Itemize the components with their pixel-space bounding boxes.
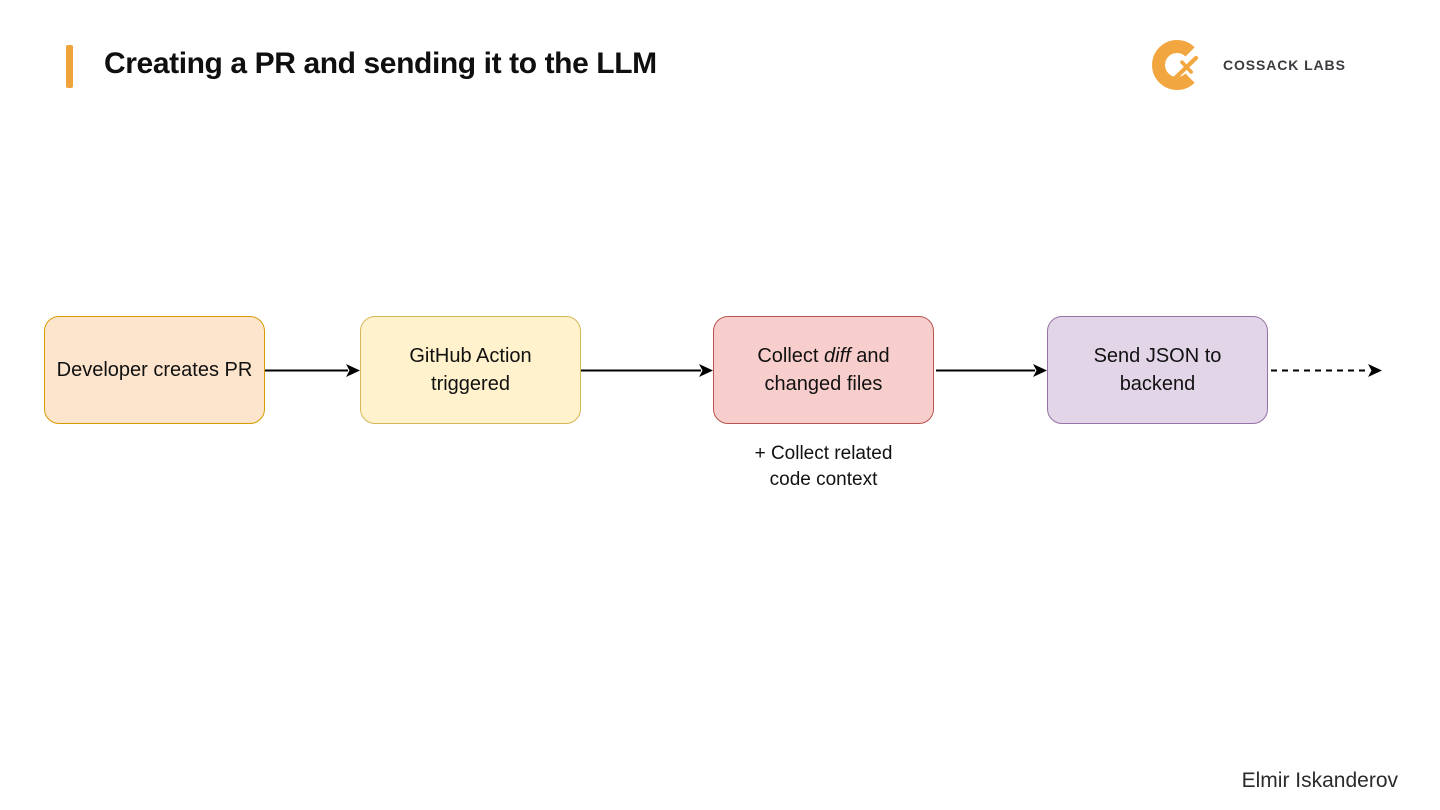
slide-title: Creating a PR and sending it to the LLM	[104, 47, 657, 80]
node-collect-diff-and-changed-files: Collect diff and changed files	[713, 316, 934, 424]
title-accent-bar	[66, 45, 73, 88]
connector-solid-arrow-3	[936, 364, 1047, 377]
node-developer-creates-pr: Developer creates PR	[44, 316, 265, 424]
connector-arrows	[265, 364, 1382, 377]
cossack-labs-logo: COSSACK LABS	[1152, 36, 1346, 94]
node-github-action-triggered: GitHub Action triggered	[360, 316, 581, 424]
node-label: Collect diff and changed files	[757, 345, 890, 395]
connector-solid-arrow-1	[265, 364, 360, 377]
connector-dashed-arrow	[1271, 364, 1382, 377]
logo-wordmark: COSSACK LABS	[1223, 57, 1346, 73]
node-label: Send JSON to backend	[1093, 345, 1222, 395]
node-label: GitHub Action triggered	[409, 345, 532, 395]
author-name: Elmir Iskanderov	[1241, 769, 1398, 792]
collect-related-context-note: + Collect related code context	[754, 443, 893, 490]
cossack-labs-saber-c-icon	[1152, 40, 1199, 90]
node-label: Developer creates PR	[56, 359, 253, 381]
node-send-json-to-backend: Send JSON to backend	[1047, 316, 1268, 424]
connector-solid-arrow-2	[581, 364, 713, 377]
